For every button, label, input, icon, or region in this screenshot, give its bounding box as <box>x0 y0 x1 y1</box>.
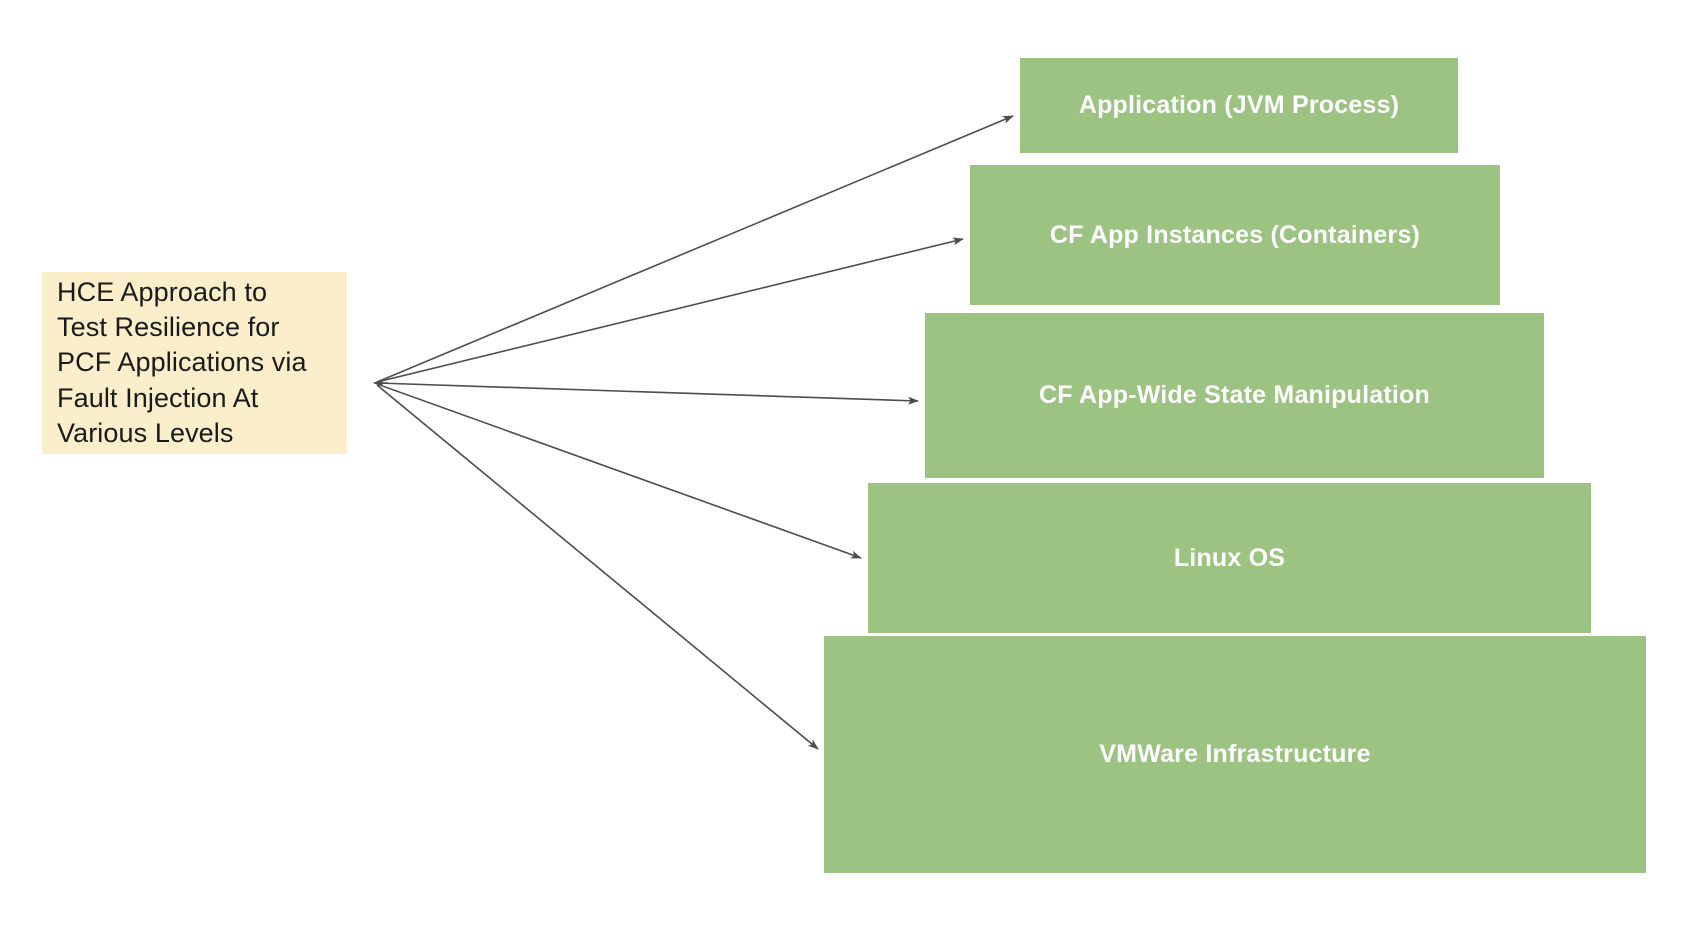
connector-to-vmware-infrastructure <box>376 384 819 750</box>
layer-label-vmware-infrastructure: VMWare Infrastructure <box>1099 740 1371 768</box>
connector-to-application-jvm-process <box>376 115 1014 383</box>
connector-to-cf-app-instances-containers <box>376 237 964 383</box>
layer-box-linux-os[interactable]: Linux OS <box>868 483 1591 633</box>
layer-label-application-jvm-process: Application (JVM Process) <box>1078 91 1400 119</box>
layer-label-cf-app-wide-state-manipulation: CF App-Wide State Manipulation <box>1039 381 1430 409</box>
source-note-text: HCE Approach to Test Resilience for PCF … <box>57 277 307 448</box>
connector-to-linux-os <box>376 383 862 559</box>
source-note-box[interactable]: HCE Approach to Test Resilience for PCF … <box>42 272 347 454</box>
layer-box-cf-app-instances-containers[interactable]: CF App Instances (Containers) <box>970 165 1500 305</box>
layer-box-cf-app-wide-state-manipulation[interactable]: CF App-Wide State Manipulation <box>925 313 1544 478</box>
layer-box-vmware-infrastructure[interactable]: VMWare Infrastructure <box>824 636 1646 873</box>
connector-to-cf-app-wide-state-manipulation <box>376 382 919 405</box>
layer-label-linux-os: Linux OS <box>1173 543 1286 572</box>
layer-box-application-jvm-process[interactable]: Application (JVM Process) <box>1020 58 1458 153</box>
layer-label-cf-app-instances-containers: CF App Instances (Containers) <box>1049 220 1421 249</box>
